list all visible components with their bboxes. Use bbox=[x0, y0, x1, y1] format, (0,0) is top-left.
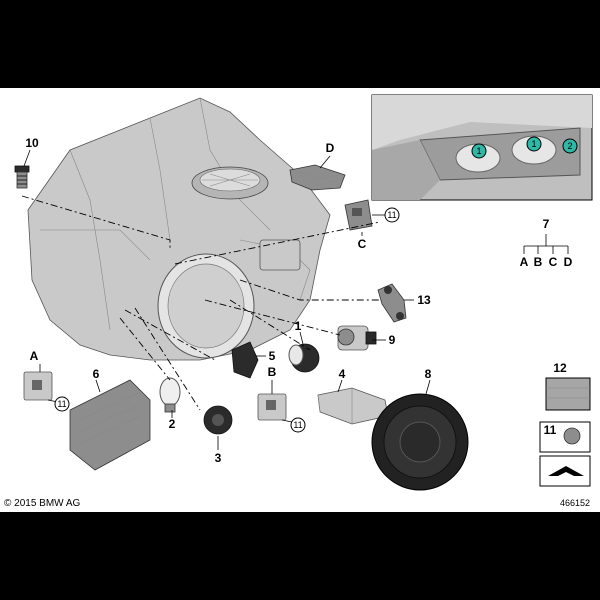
inset-marker-2: 2 bbox=[567, 141, 572, 151]
connector-b bbox=[257, 393, 287, 421]
label-letter-c: C bbox=[358, 237, 367, 251]
diagram-sheet: 1 1 2 bbox=[0, 88, 600, 512]
part-9-motor bbox=[337, 325, 377, 351]
inset-marker-1b: 1 bbox=[531, 139, 536, 149]
connector-a bbox=[23, 371, 53, 401]
part-3-cap bbox=[203, 405, 233, 435]
label-group7-d: D bbox=[564, 255, 573, 269]
label-group7-a: A bbox=[520, 255, 529, 269]
parts-diagram: 1 1 2 bbox=[4, 94, 593, 509]
label-part-10: 10 bbox=[25, 136, 39, 150]
group-7-tree bbox=[523, 234, 569, 254]
part-2-bulb bbox=[159, 377, 181, 413]
callout-11-b: 11 bbox=[293, 420, 302, 430]
copyright-text: © 2015 BMW AG bbox=[4, 498, 81, 509]
inset-car-front bbox=[371, 94, 593, 201]
label-part-9: 9 bbox=[389, 333, 396, 347]
callout-circles bbox=[54, 207, 400, 433]
bracket-c bbox=[344, 199, 373, 231]
relation-lines bbox=[21, 195, 381, 411]
label-group7-b: B bbox=[534, 255, 543, 269]
label-part-1: 1 bbox=[295, 319, 302, 333]
diagram-number: 466152 bbox=[560, 498, 590, 508]
label-part-4: 4 bbox=[339, 367, 346, 381]
bracket-d bbox=[289, 164, 346, 191]
part-11-panel bbox=[539, 421, 591, 487]
label-part-3: 3 bbox=[215, 451, 222, 465]
part-8-cover bbox=[371, 393, 469, 491]
callout-11-a: 11 bbox=[57, 399, 66, 409]
label-part-11: 11 bbox=[544, 423, 557, 437]
label-group7-c: C bbox=[549, 255, 558, 269]
part-13-clip bbox=[377, 283, 407, 323]
headlight-housing bbox=[27, 97, 331, 361]
label-part-13: 13 bbox=[417, 293, 431, 307]
part-12-kit-box bbox=[545, 377, 591, 411]
label-part-8: 8 bbox=[425, 367, 432, 381]
leader-lines bbox=[23, 149, 431, 450]
headlight-fan bbox=[191, 166, 269, 200]
label-letter-a: A bbox=[30, 349, 39, 363]
part-10-adjuster bbox=[14, 165, 30, 189]
label-part-2: 2 bbox=[169, 417, 176, 431]
callout-11-c: 11 bbox=[387, 210, 396, 220]
part-5-socket bbox=[231, 341, 259, 379]
label-letter-b: B bbox=[268, 365, 277, 379]
label-part-5: 5 bbox=[269, 349, 276, 363]
part-4-bracket bbox=[317, 387, 389, 425]
part-1-bulb-holder bbox=[288, 343, 320, 373]
label-part-12: 12 bbox=[553, 361, 567, 375]
inset-marker-1: 1 bbox=[476, 146, 481, 156]
label-part-7: 7 bbox=[543, 217, 550, 231]
label-letter-d: D bbox=[326, 141, 335, 155]
part-6-control-unit bbox=[69, 379, 151, 471]
label-part-6: 6 bbox=[93, 367, 100, 381]
